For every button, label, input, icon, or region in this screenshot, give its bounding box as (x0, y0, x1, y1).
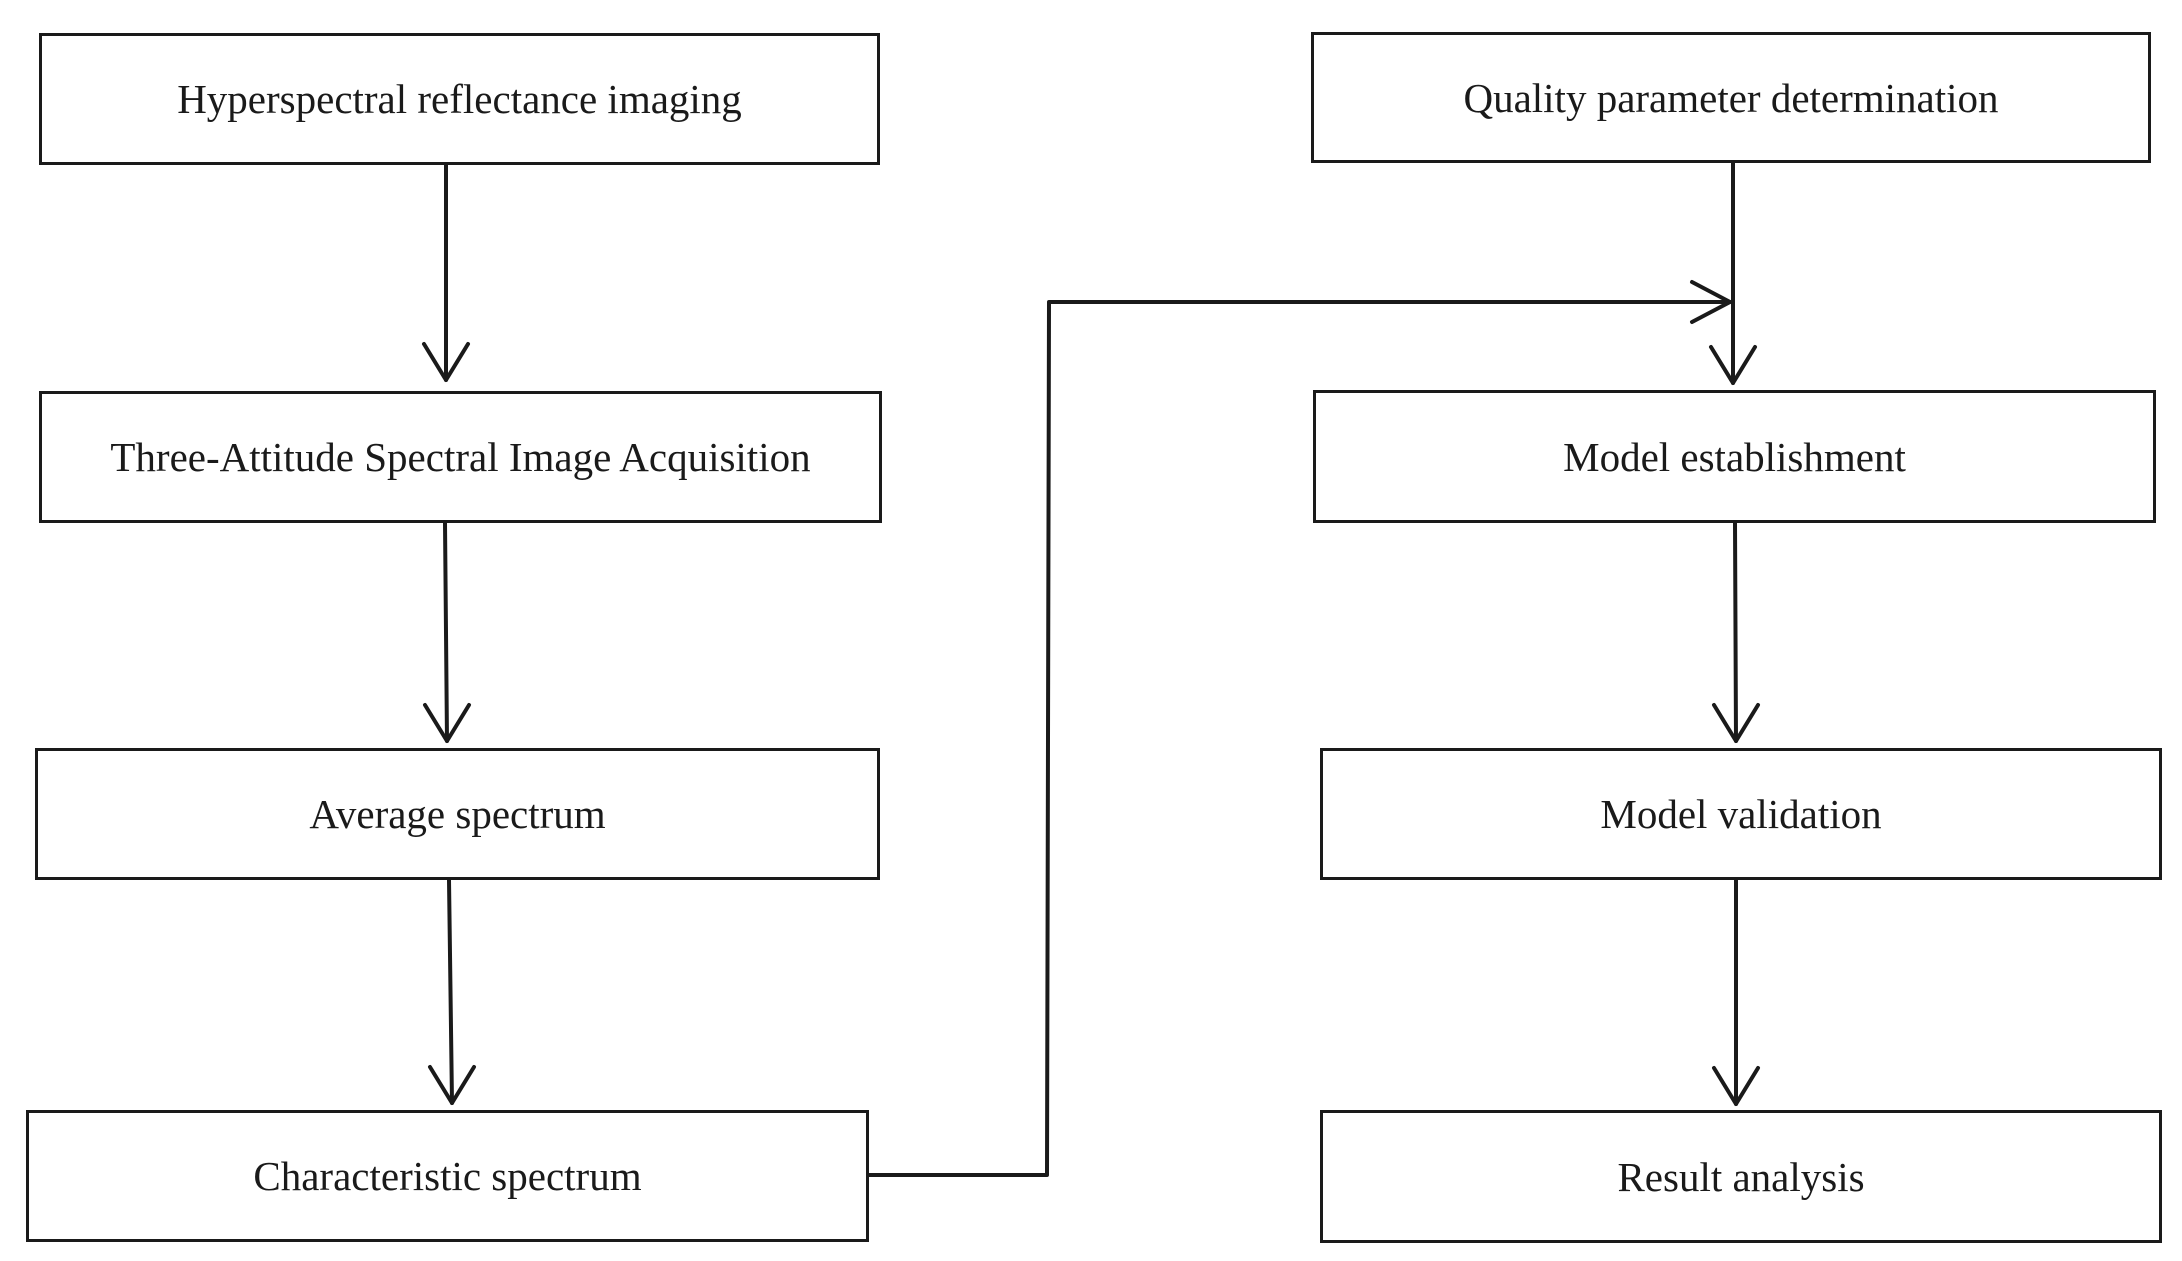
node-hyperspectral-reflectance-imaging: Hyperspectral reflectance imaging (39, 33, 880, 165)
arrow-hyperspectral-to-three-attitude (422, 163, 470, 382)
arrow-three-attitude-to-average (423, 521, 471, 743)
node-characteristic-spectrum: Characteristic spectrum (26, 1110, 869, 1242)
node-label: Average spectrum (309, 791, 606, 837)
node-model-establishment: Model establishment (1313, 390, 2156, 523)
node-label: Model validation (1600, 791, 1882, 837)
node-three-attitude-spectral-image-acquisition: Three-Attitude Spectral Image Acquisitio… (39, 391, 882, 523)
node-average-spectrum: Average spectrum (35, 748, 880, 880)
arrow-average-to-characteristic (428, 878, 476, 1105)
node-model-validation: Model validation (1320, 748, 2162, 880)
node-label: Hyperspectral reflectance imaging (177, 76, 742, 122)
arrow-model-establishment-to-validation (1712, 521, 1760, 743)
node-quality-parameter-determination: Quality parameter determination (1311, 32, 2151, 163)
node-label: Three-Attitude Spectral Image Acquisitio… (110, 434, 811, 480)
arrow-model-validation-to-result (1712, 878, 1760, 1106)
node-label: Model establishment (1563, 433, 1906, 480)
node-label: Quality parameter determination (1463, 74, 1999, 121)
arrow-characteristic-to-model-establishment (866, 280, 1732, 1177)
node-label: Result analysis (1617, 1153, 1865, 1200)
arrow-quality-to-model-establishment (1709, 161, 1757, 385)
node-label: Characteristic spectrum (253, 1153, 642, 1199)
node-result-analysis: Result analysis (1320, 1110, 2162, 1243)
